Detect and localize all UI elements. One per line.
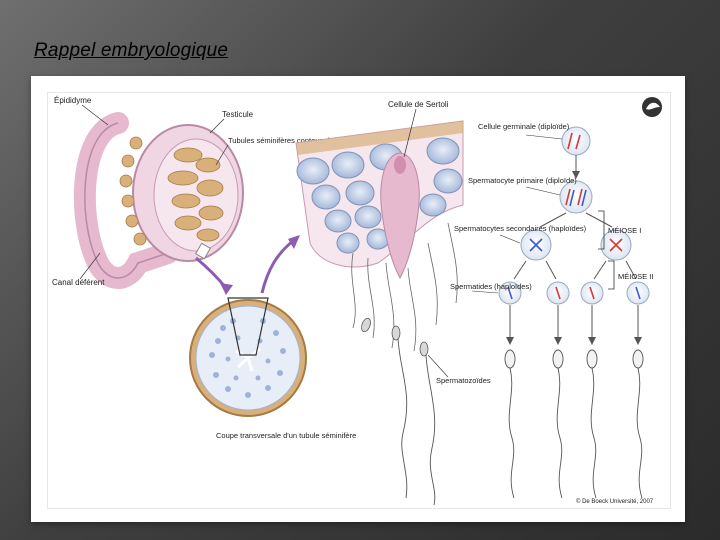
- label-testicule: Testicule: [222, 110, 254, 119]
- arrow-down-icon: [195, 256, 233, 295]
- label-spermatozoides: Spermatozoïdes: [436, 376, 491, 385]
- label-spermatides: Spermatides (haploïdes): [450, 282, 532, 291]
- copyright-text: © De Boeck Université, 2007: [576, 498, 654, 505]
- arrow-up-icon: [260, 235, 300, 294]
- label-canal-deferent: Canal déférent: [52, 278, 105, 287]
- publisher-logo-icon: [642, 97, 662, 117]
- label-meiose-1: MÉIOSE I: [608, 226, 641, 235]
- figure-frame: Épididyme Testicule Tubules séminifères …: [31, 76, 685, 522]
- label-cellule-sertoli: Cellule de Sertoli: [388, 100, 449, 109]
- spermatogenesis-diagram: Épididyme Testicule Tubules séminifères …: [52, 96, 662, 506]
- label-meiose-2: MÉIOSE II: [618, 272, 653, 281]
- seminiferous-epithelium: [295, 120, 464, 506]
- tubule-cross-section: [189, 297, 307, 417]
- label-tubules: Tubules séminifères contournés: [228, 136, 334, 145]
- slide-title: Rappel embryologique: [34, 40, 229, 61]
- label-coupe-transversale: Coupe transversale d'un tubule séminifèr…: [216, 431, 356, 440]
- label-cellule-germinale: Cellule germinale (diploïde): [478, 122, 570, 131]
- spermatogenesis-figure: Épididyme Testicule Tubules séminifères …: [47, 92, 671, 509]
- label-epididyme: Épididyme: [54, 96, 92, 105]
- meiosis-lineage: [498, 126, 650, 499]
- label-spermatocyte-primaire: Spermatocyte primaire (diploïde): [468, 176, 577, 185]
- label-spermatocytes-secondaires: Spermatocytes secondaires (haploïdes): [454, 224, 587, 233]
- testis-illustration: [73, 112, 244, 289]
